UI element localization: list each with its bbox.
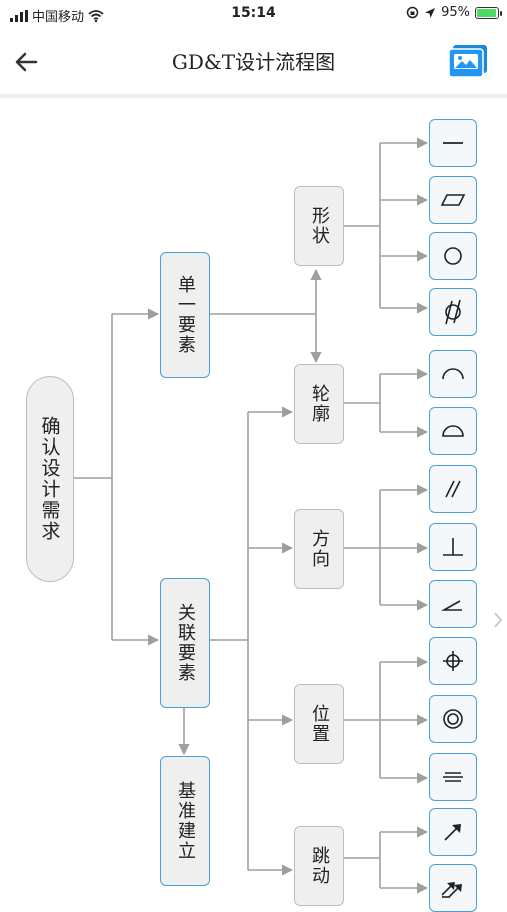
wifi-icon — [88, 9, 104, 22]
straightness-icon — [443, 142, 463, 144]
node-related-feature[interactable]: 关联要素 — [160, 578, 210, 708]
angularity-icon — [440, 600, 462, 611]
chevron-right-icon[interactable] — [492, 610, 504, 630]
symbol-parallelism[interactable] — [429, 465, 477, 513]
flatness-icon — [440, 194, 466, 206]
symbol-flatness[interactable] — [429, 176, 477, 224]
cylindricity-icon — [445, 299, 461, 325]
symbol-straightness[interactable] — [429, 119, 477, 167]
battery-icon — [475, 6, 502, 19]
screen-mode-icon[interactable] — [447, 42, 491, 80]
symbol-profile-surface[interactable] — [429, 407, 477, 455]
location-arrow-icon — [425, 7, 436, 18]
node-form[interactable]: 形状 — [294, 186, 344, 266]
symbol-symmetry[interactable] — [429, 753, 477, 801]
profile-of-line-icon — [442, 368, 464, 380]
rotation-lock-icon — [406, 6, 419, 19]
symbol-total-runout[interactable] — [429, 864, 477, 912]
symbol-profile-line[interactable] — [429, 350, 477, 398]
total-runout-icon — [441, 882, 462, 898]
symbol-cylindricity[interactable] — [429, 288, 477, 336]
symbol-perpendicularity[interactable] — [429, 523, 477, 571]
node-location[interactable]: 位置 — [294, 684, 344, 764]
circular-runout-icon — [444, 824, 461, 841]
flowchart: 确认设计需求 单一要素 关联要素 基准建立 形状 轮廓 方向 位置 跳动 — [0, 98, 507, 912]
nav-bar: GD&T设计流程图 — [0, 28, 507, 98]
battery-level — [477, 8, 496, 17]
symbol-circularity[interactable] — [429, 232, 477, 280]
symbol-angularity[interactable] — [429, 580, 477, 628]
symbol-circular-runout[interactable] — [429, 808, 477, 856]
symbol-concentricity[interactable] — [429, 695, 477, 743]
battery-percent: 95% — [441, 5, 470, 20]
parallelism-icon — [445, 480, 461, 498]
symmetry-icon — [443, 772, 463, 782]
connector-lines — [74, 137, 429, 894]
position-icon — [443, 651, 463, 671]
arrow-left-icon[interactable] — [10, 46, 42, 78]
status-right: 95% — [406, 5, 502, 20]
status-bar: 中国移动 15:14 95% — [0, 0, 507, 28]
node-datum-setup[interactable]: 基准建立 — [160, 756, 210, 886]
status-time: 15:14 — [231, 5, 276, 21]
page-title: GD&T设计流程图 — [171, 50, 336, 74]
node-profile[interactable]: 轮廓 — [294, 364, 344, 444]
carrier-name: 中国移动 — [32, 10, 85, 25]
perpendicularity-icon — [443, 538, 463, 556]
signal-icon — [10, 9, 28, 22]
node-confirm-requirements[interactable]: 确认设计需求 — [26, 376, 74, 582]
status-left: 中国移动 — [10, 6, 104, 25]
node-runout[interactable]: 跳动 — [294, 826, 344, 906]
node-single-feature[interactable]: 单一要素 — [160, 252, 210, 378]
concentricity-icon — [443, 709, 463, 729]
node-orientation[interactable]: 方向 — [294, 509, 344, 589]
symbol-position[interactable] — [429, 637, 477, 685]
circularity-icon — [444, 247, 462, 265]
profile-of-surface-icon — [442, 425, 464, 437]
